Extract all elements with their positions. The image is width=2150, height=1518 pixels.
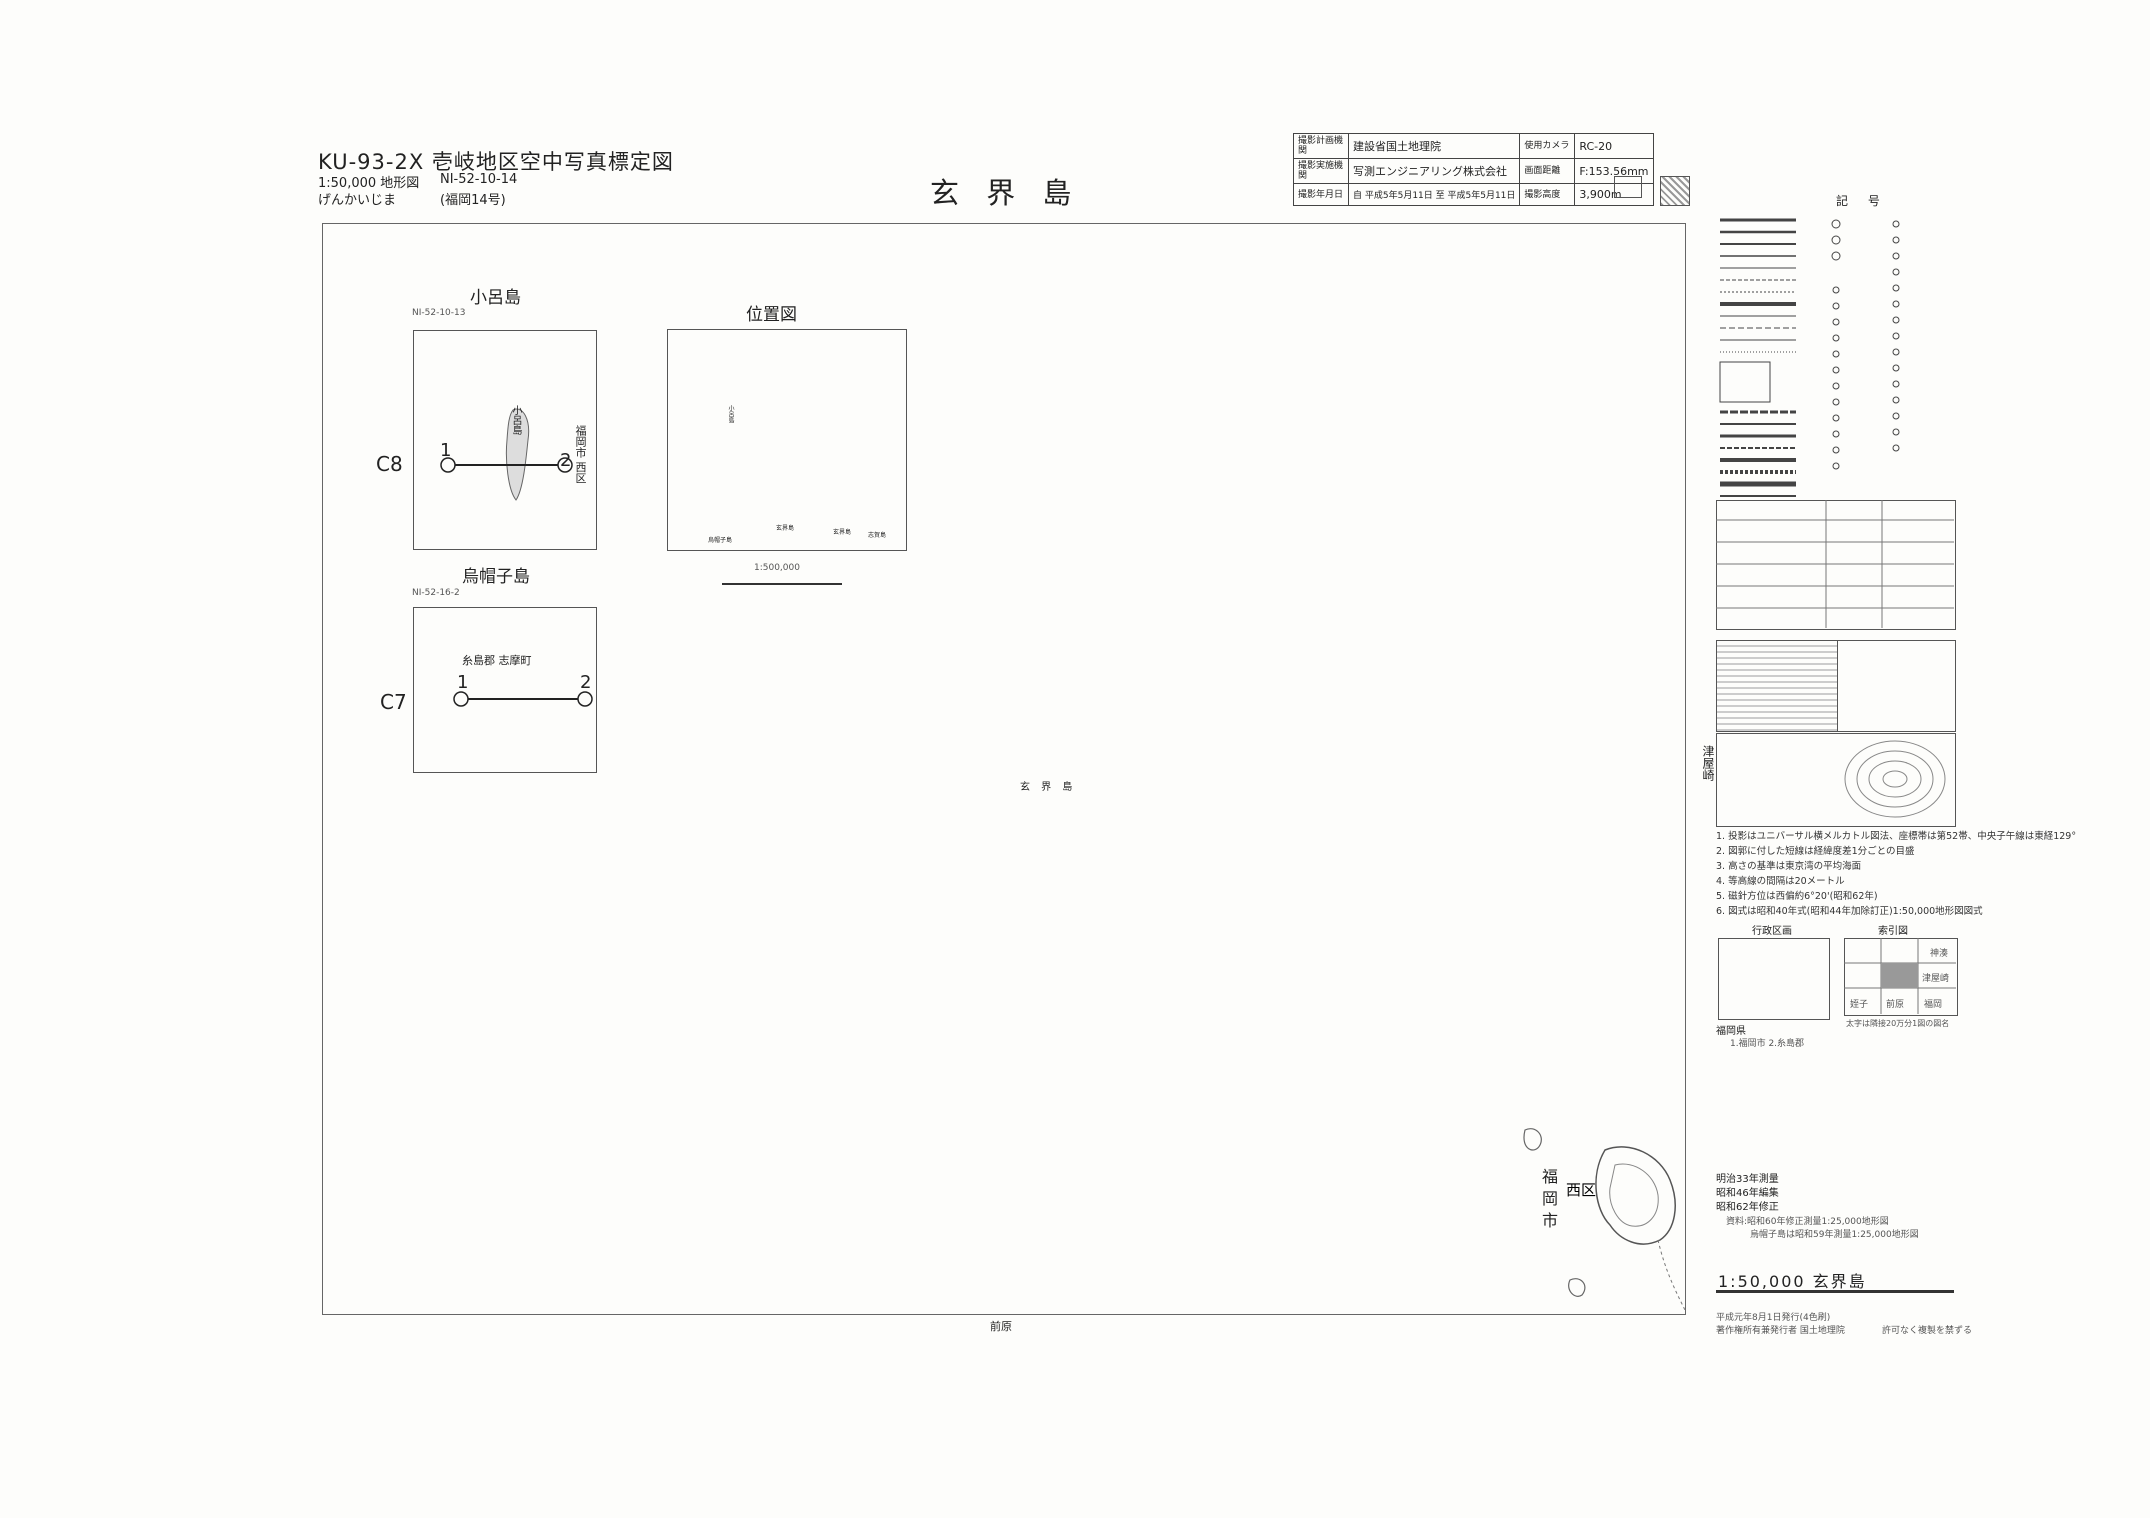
legend-urban-sample (1716, 640, 1838, 732)
kojima-start-label: 1 (440, 440, 452, 461)
map-bottom-label: 前原 (990, 1320, 1012, 1333)
inset-kojima-frame (413, 330, 597, 550)
index-cell: 前原 (1886, 1000, 1905, 1010)
info-value: 自 平成5年5月11日 至 平成5年5月11日 (1347, 183, 1521, 206)
footer-scale-bar (1716, 1290, 1954, 1293)
map-center-label: 玄 界 島 (1020, 782, 1077, 793)
admin-map-frame (1718, 938, 1830, 1020)
footer-issue: 平成元年8月1日発行(4色刷) (1716, 1313, 1831, 1323)
legend-title: 記 号 (1836, 194, 1888, 208)
note-item: 4. 等高線の間隔は20メートル (1716, 876, 1845, 887)
inset-location-frame (667, 329, 907, 551)
legend-right-edge-label: 津屋崎 (1701, 745, 1715, 781)
index-map-frame (1844, 938, 1958, 1016)
info-key: 撮影高度 (1519, 183, 1576, 206)
info-value: 建設省国土地理院 (1347, 133, 1521, 159)
index-cell: 姪子 (1850, 1000, 1869, 1010)
note-item: 5. 磁針方位は西偏約6°20'(昭和62年) (1716, 891, 1878, 902)
kojima-end-label: 2 (560, 450, 572, 471)
sheet-kana: げんかいじま (318, 193, 397, 208)
eboshi-region-label: 糸島郡 志摩町 (462, 654, 532, 667)
main-map-frame (322, 223, 1686, 1315)
kojima-city-label: 福岡市 西区 (574, 425, 587, 484)
eboshi-end-label: 2 (580, 672, 592, 693)
photo-info-table: 撮影計画機関 建設省国土地理院 使用カメラ RC-20 撮影実施機関 写測エンジ… (1293, 133, 1654, 206)
source-item: 烏帽子島は昭和59年測量1:25,000地形図 (1750, 1230, 1919, 1240)
inset-eboshi-title: 烏帽子島 (462, 567, 530, 587)
legend-contour-svg (1844, 740, 1946, 818)
location-scale-bar (722, 583, 842, 585)
info-key: 使用カメラ (1519, 133, 1576, 159)
index-cell: 津屋崎 (1922, 974, 1950, 984)
sheet-code: NI-52-10-14 (440, 172, 518, 187)
sheet-number: (福岡14号) (440, 193, 506, 208)
info-value: 写測エンジニアリング株式会社 (1347, 158, 1521, 184)
info-value: 3,900m (1574, 183, 1654, 206)
note-item: 6. 図式は昭和40年式(昭和44年加除訂正)1:50,000地形図図式 (1716, 906, 1983, 917)
admin-pref: 福岡県 (1716, 1026, 1746, 1037)
info-key: 画面距離 (1519, 158, 1576, 184)
admin-items: 1.福岡市 2.糸島郡 (1730, 1039, 1805, 1049)
map-scale-label: 1:50,000 地形図 (318, 176, 420, 191)
location-place: 志賀島 (868, 532, 887, 539)
inset-kojima-code: NI-52-10-13 (412, 308, 466, 318)
location-place: 玄界島 (833, 529, 852, 536)
notes-list: 1. 投影はユニバーサル横メルカトル図法、座標帯は第52帯、中央子午線は東経12… (1716, 829, 2076, 919)
inset-eboshi-code: NI-52-16-2 (412, 588, 460, 598)
index-cell: 福岡 (1924, 1000, 1943, 1010)
genkai-coast-svg: 西区 (1523, 1128, 1686, 1311)
admin-title: 行政区画 (1752, 926, 1792, 937)
note-item: 1. 投影はユニバーサル横メルカトル図法、座標帯は第52帯、中央子午線は東経12… (1716, 831, 2077, 842)
history-item: 明治33年測量 (1716, 1174, 1779, 1185)
kojima-course-label: C8 (376, 452, 403, 476)
small-legend-box (1614, 176, 1642, 198)
series-title: KU-93-2X 壱岐地区空中写真標定図 (318, 150, 674, 174)
source-item: 資料:昭和60年修正測量1:25,000地形図 (1726, 1217, 1889, 1227)
note-item: 3. 高さの基準は東京湾の平均海面 (1716, 861, 1862, 872)
hatched-legend-box (1660, 176, 1690, 206)
location-place: 小呂島 (727, 405, 734, 423)
legend-grid-box (1716, 500, 1956, 630)
location-place: 玄界島 (776, 525, 795, 532)
footer-publisher: 著作権所有兼発行者 国土地理院 (1716, 1326, 1845, 1336)
info-value: RC-20 (1574, 133, 1654, 159)
map-city-label: 福岡市 (1539, 1168, 1558, 1234)
legend-grid-svg (1716, 500, 1954, 628)
footer-scale-title: 1:50,000 玄界島 (1718, 1272, 1867, 1291)
location-place: 烏帽子島 (708, 537, 733, 544)
info-key: 撮影年月日 (1293, 183, 1349, 206)
map-ward-label: 西区 (1566, 1181, 1596, 1199)
kojima-island-label: 小呂島 (510, 405, 521, 435)
eboshi-course-label: C7 (380, 690, 407, 714)
footer-note: 許可なく複製を禁ずる (1882, 1326, 1973, 1336)
inset-eboshi-svg (453, 691, 593, 707)
eboshi-start-label: 1 (457, 672, 469, 693)
index-cell: 神湊 (1930, 949, 1949, 959)
index-note: 太字は隣接20万分1図の図名 (1846, 1019, 1950, 1028)
info-key: 撮影計画機関 (1293, 133, 1349, 159)
inset-eboshi-frame (413, 607, 597, 773)
note-item: 2. 図郭に付した短線は経緯度差1分ごとの目盛 (1716, 846, 1915, 857)
inset-kojima-title: 小呂島 (470, 288, 521, 308)
sheet-title: 玄 界 島 (930, 176, 1081, 210)
info-key: 撮影実施機関 (1293, 158, 1349, 184)
location-scale-label: 1:500,000 (754, 563, 800, 573)
history-item: 昭和46年編集 (1716, 1188, 1779, 1199)
inset-location-title: 位置図 (746, 305, 797, 325)
legend-symbols-svg (1719, 218, 1900, 497)
index-grid-svg (1844, 938, 1956, 1014)
history-item: 昭和62年修正 (1716, 1202, 1779, 1213)
inset-kojima-svg (440, 408, 573, 501)
legend-contour-box (1716, 733, 1956, 827)
index-title: 索引図 (1878, 926, 1908, 937)
